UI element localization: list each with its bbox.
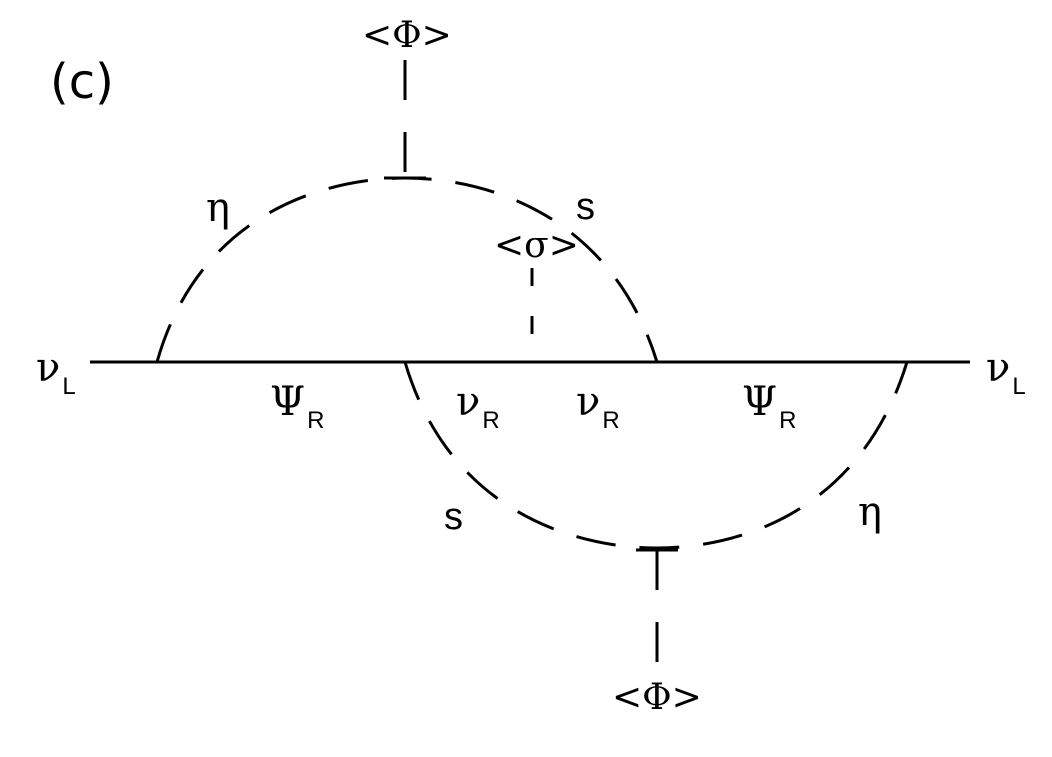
nu-r-right-sub: R xyxy=(602,407,620,435)
eta-bottom-label: η xyxy=(858,489,882,535)
psi-r-left-sub: R xyxy=(307,407,325,435)
s-bottom-label: s xyxy=(444,496,463,538)
psi-r-right-base: Ψ xyxy=(742,379,778,425)
nu-l-left-label: νL xyxy=(36,348,76,399)
psi-r-right-sub: R xyxy=(779,407,797,435)
nu-l-left-base: ν xyxy=(36,345,61,391)
psi-r-right-label: ΨR xyxy=(742,382,796,433)
sigma-vev-label: <σ> xyxy=(494,225,579,266)
nu-r-left-sub: R xyxy=(482,407,500,435)
s-top-label: s xyxy=(576,186,595,228)
nu-r-left-base: ν xyxy=(456,379,481,425)
psi-r-left-label: ΨR xyxy=(270,382,324,433)
bottom-vev-label: <Φ> xyxy=(612,677,702,718)
nu-l-right-sub: L xyxy=(1012,373,1026,401)
nu-l-right-label: νL xyxy=(986,348,1026,399)
nu-l-right-base: ν xyxy=(986,345,1011,391)
nu-r-right-label: νR xyxy=(576,382,620,433)
eta-top-label: η xyxy=(206,185,230,231)
top-vev-label: <Φ> xyxy=(362,15,452,56)
psi-r-left-base: Ψ xyxy=(270,379,306,425)
nu-r-left-label: νR xyxy=(456,382,500,433)
nu-r-right-base: ν xyxy=(576,379,601,425)
panel-label: (c) xyxy=(50,54,114,110)
lower-scalar-arc xyxy=(403,361,909,550)
nu-l-left-sub: L xyxy=(62,373,76,401)
